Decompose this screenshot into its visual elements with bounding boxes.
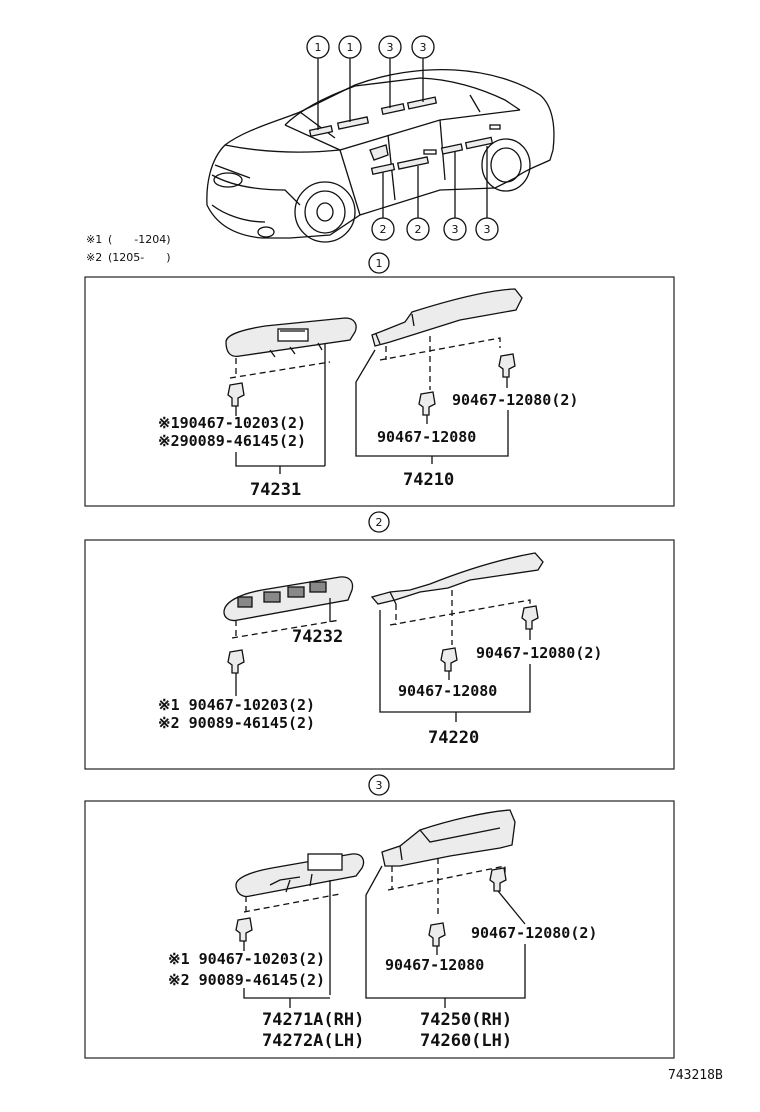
s2-part-right: 74220 — [428, 728, 479, 748]
s2-clip-right-qty: 90467-12080(2) — [476, 644, 602, 662]
s3-clip-right: 90467-12080 — [385, 956, 484, 974]
notes: ※1 ( -1204) ※2 (1205- ) — [86, 233, 171, 264]
s1-part-right: 74210 — [403, 470, 454, 490]
note-2-text: (1205- ) — [108, 251, 171, 264]
clip-right-3a — [489, 867, 507, 892]
section-3-frame — [84, 800, 675, 1059]
s3-part-right-lh: 74260(LH) — [420, 1031, 512, 1051]
clip-right-2a — [521, 605, 539, 630]
s1-clip-right-qty: 90467-12080(2) — [452, 391, 578, 409]
clip-right-3b — [428, 922, 446, 947]
section-3-callout: 3 — [376, 779, 383, 792]
car-callouts-top: 1 1 3 3 — [306, 35, 435, 130]
armrest-74210 — [371, 288, 523, 347]
car-callout-bottom-2: 2 — [415, 223, 422, 236]
clip-left-2 — [227, 649, 245, 674]
clip-right-1a — [498, 353, 516, 378]
note-2-mark: ※2 — [86, 251, 102, 264]
s2-clip-right: 90467-12080 — [398, 682, 497, 700]
clip-right-1b — [418, 391, 436, 416]
section-1: 1 ※190467-10203(2) ※290089-46145(2) 7423… — [84, 252, 675, 507]
s3-clip-left-2: ※2 90089-46145(2) — [168, 971, 325, 989]
car-callouts-bottom: 2 2 3 3 — [371, 146, 499, 241]
car-callout-top-2: 1 — [347, 41, 354, 54]
note-1-mark: ※1 — [86, 233, 102, 246]
diagram-id: 743218B — [668, 1068, 723, 1083]
s3-part-right-rh: 74250(RH) — [420, 1010, 512, 1030]
section-3: 3 ※1 90467-10203(2) ※2 90089-46145(2) 74… — [84, 774, 675, 1059]
clip-left-1 — [227, 382, 245, 407]
s2-part-switch: 74232 — [292, 627, 343, 647]
section-2-callout: 2 — [376, 516, 383, 529]
clip-left-3 — [235, 917, 253, 942]
s1-clip-left-2: ※290089-46145(2) — [158, 432, 306, 450]
s1-part-left: 74231 — [250, 480, 301, 500]
s1-clip-right: 90467-12080 — [377, 428, 476, 446]
s3-clip-left-1: ※1 90467-10203(2) — [168, 950, 325, 968]
car-callout-bottom-1: 2 — [380, 223, 387, 236]
s3-part-left-rh: 74271A(RH) — [262, 1010, 364, 1030]
car-callout-top-4: 3 — [420, 41, 427, 54]
note-1-text: ( -1204) — [108, 233, 171, 246]
car-illustration — [206, 69, 555, 243]
s3-clip-right-qty: 90467-12080(2) — [471, 924, 597, 942]
s3-part-left-lh: 74272A(LH) — [262, 1031, 364, 1051]
section-1-callout: 1 — [376, 257, 383, 270]
car-callout-bottom-4: 3 — [484, 223, 491, 236]
section-2: 2 74232 ※1 90467-10203(2) ※2 90089-46145… — [84, 511, 675, 770]
car-callout-bottom-3: 3 — [452, 223, 459, 236]
switch-base-74271A — [235, 853, 365, 898]
car-callout-top-3: 3 — [387, 41, 394, 54]
s2-clip-left-1: ※1 90467-10203(2) — [158, 696, 315, 714]
section-2-frame — [84, 539, 675, 770]
section-1-frame — [84, 276, 675, 507]
armrest-74220 — [370, 552, 544, 605]
car-callout-top-1: 1 — [315, 41, 322, 54]
s1-clip-left-1: ※190467-10203(2) — [158, 414, 306, 432]
s2-clip-left-2: ※2 90089-46145(2) — [158, 714, 315, 732]
clip-right-2b — [440, 647, 458, 672]
